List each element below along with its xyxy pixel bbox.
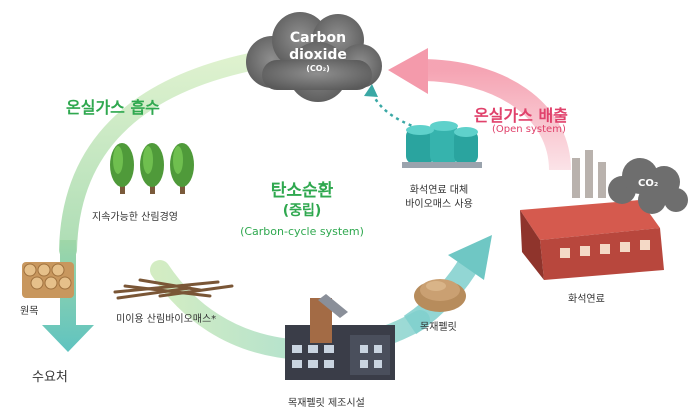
cloud-label: Carbon dioxide (CO₂) — [270, 30, 366, 74]
biomass-tanks — [402, 121, 482, 168]
emit-title: 온실가스 배출 — [474, 106, 568, 125]
biomass-branches — [113, 278, 234, 300]
pellet-arrow-head — [448, 235, 492, 280]
pellet-label: 목재펠릿 — [420, 322, 457, 333]
tanks-label-line-1: 화석연료 대체 — [409, 185, 469, 196]
absorb-title: 온실가스 흡수 — [66, 98, 160, 117]
logs-label: 원목 — [20, 306, 39, 317]
tanks-label: 화석연료 대체 바이오매스 사용 — [384, 184, 494, 212]
forest-trees — [110, 143, 194, 194]
forest-label: 지속가능한 산림경영 — [92, 212, 178, 223]
center-title: 탄소순환 — [270, 181, 334, 201]
pellet-pile — [414, 279, 466, 312]
cloud-line-1: Carbon — [289, 30, 347, 46]
emit-arrow-head — [388, 48, 428, 94]
dotted-arrow — [370, 91, 419, 130]
biomass-label: 미이용 산림바이오매스* — [116, 314, 217, 325]
consumer-label: 수요처 — [32, 370, 68, 385]
cloud-line-2: dioxide — [289, 47, 347, 63]
emit-cycle-arc — [419, 59, 571, 171]
emit-subtitle: (Open system) — [492, 124, 566, 135]
plant-label: 목재펠릿 제조시설 — [288, 398, 365, 409]
pellet-plant — [285, 294, 395, 380]
tanks-label-line-2: 바이오매스 사용 — [405, 199, 473, 210]
absorb-cycle-arc — [59, 53, 259, 259]
log-pile — [22, 262, 74, 298]
fossil-fuel-factory — [520, 150, 664, 280]
center-subtitle: (중립) — [282, 203, 322, 219]
center-english-title: (Carbon-cycle system) — [240, 225, 364, 238]
smoke-cloud — [608, 158, 688, 214]
co2-cloud — [246, 12, 382, 102]
smoke-co2-label: CO₂ — [638, 178, 659, 189]
cloud-line-3: (CO₂) — [306, 64, 330, 73]
factory-label: 화석연료 — [568, 294, 605, 305]
